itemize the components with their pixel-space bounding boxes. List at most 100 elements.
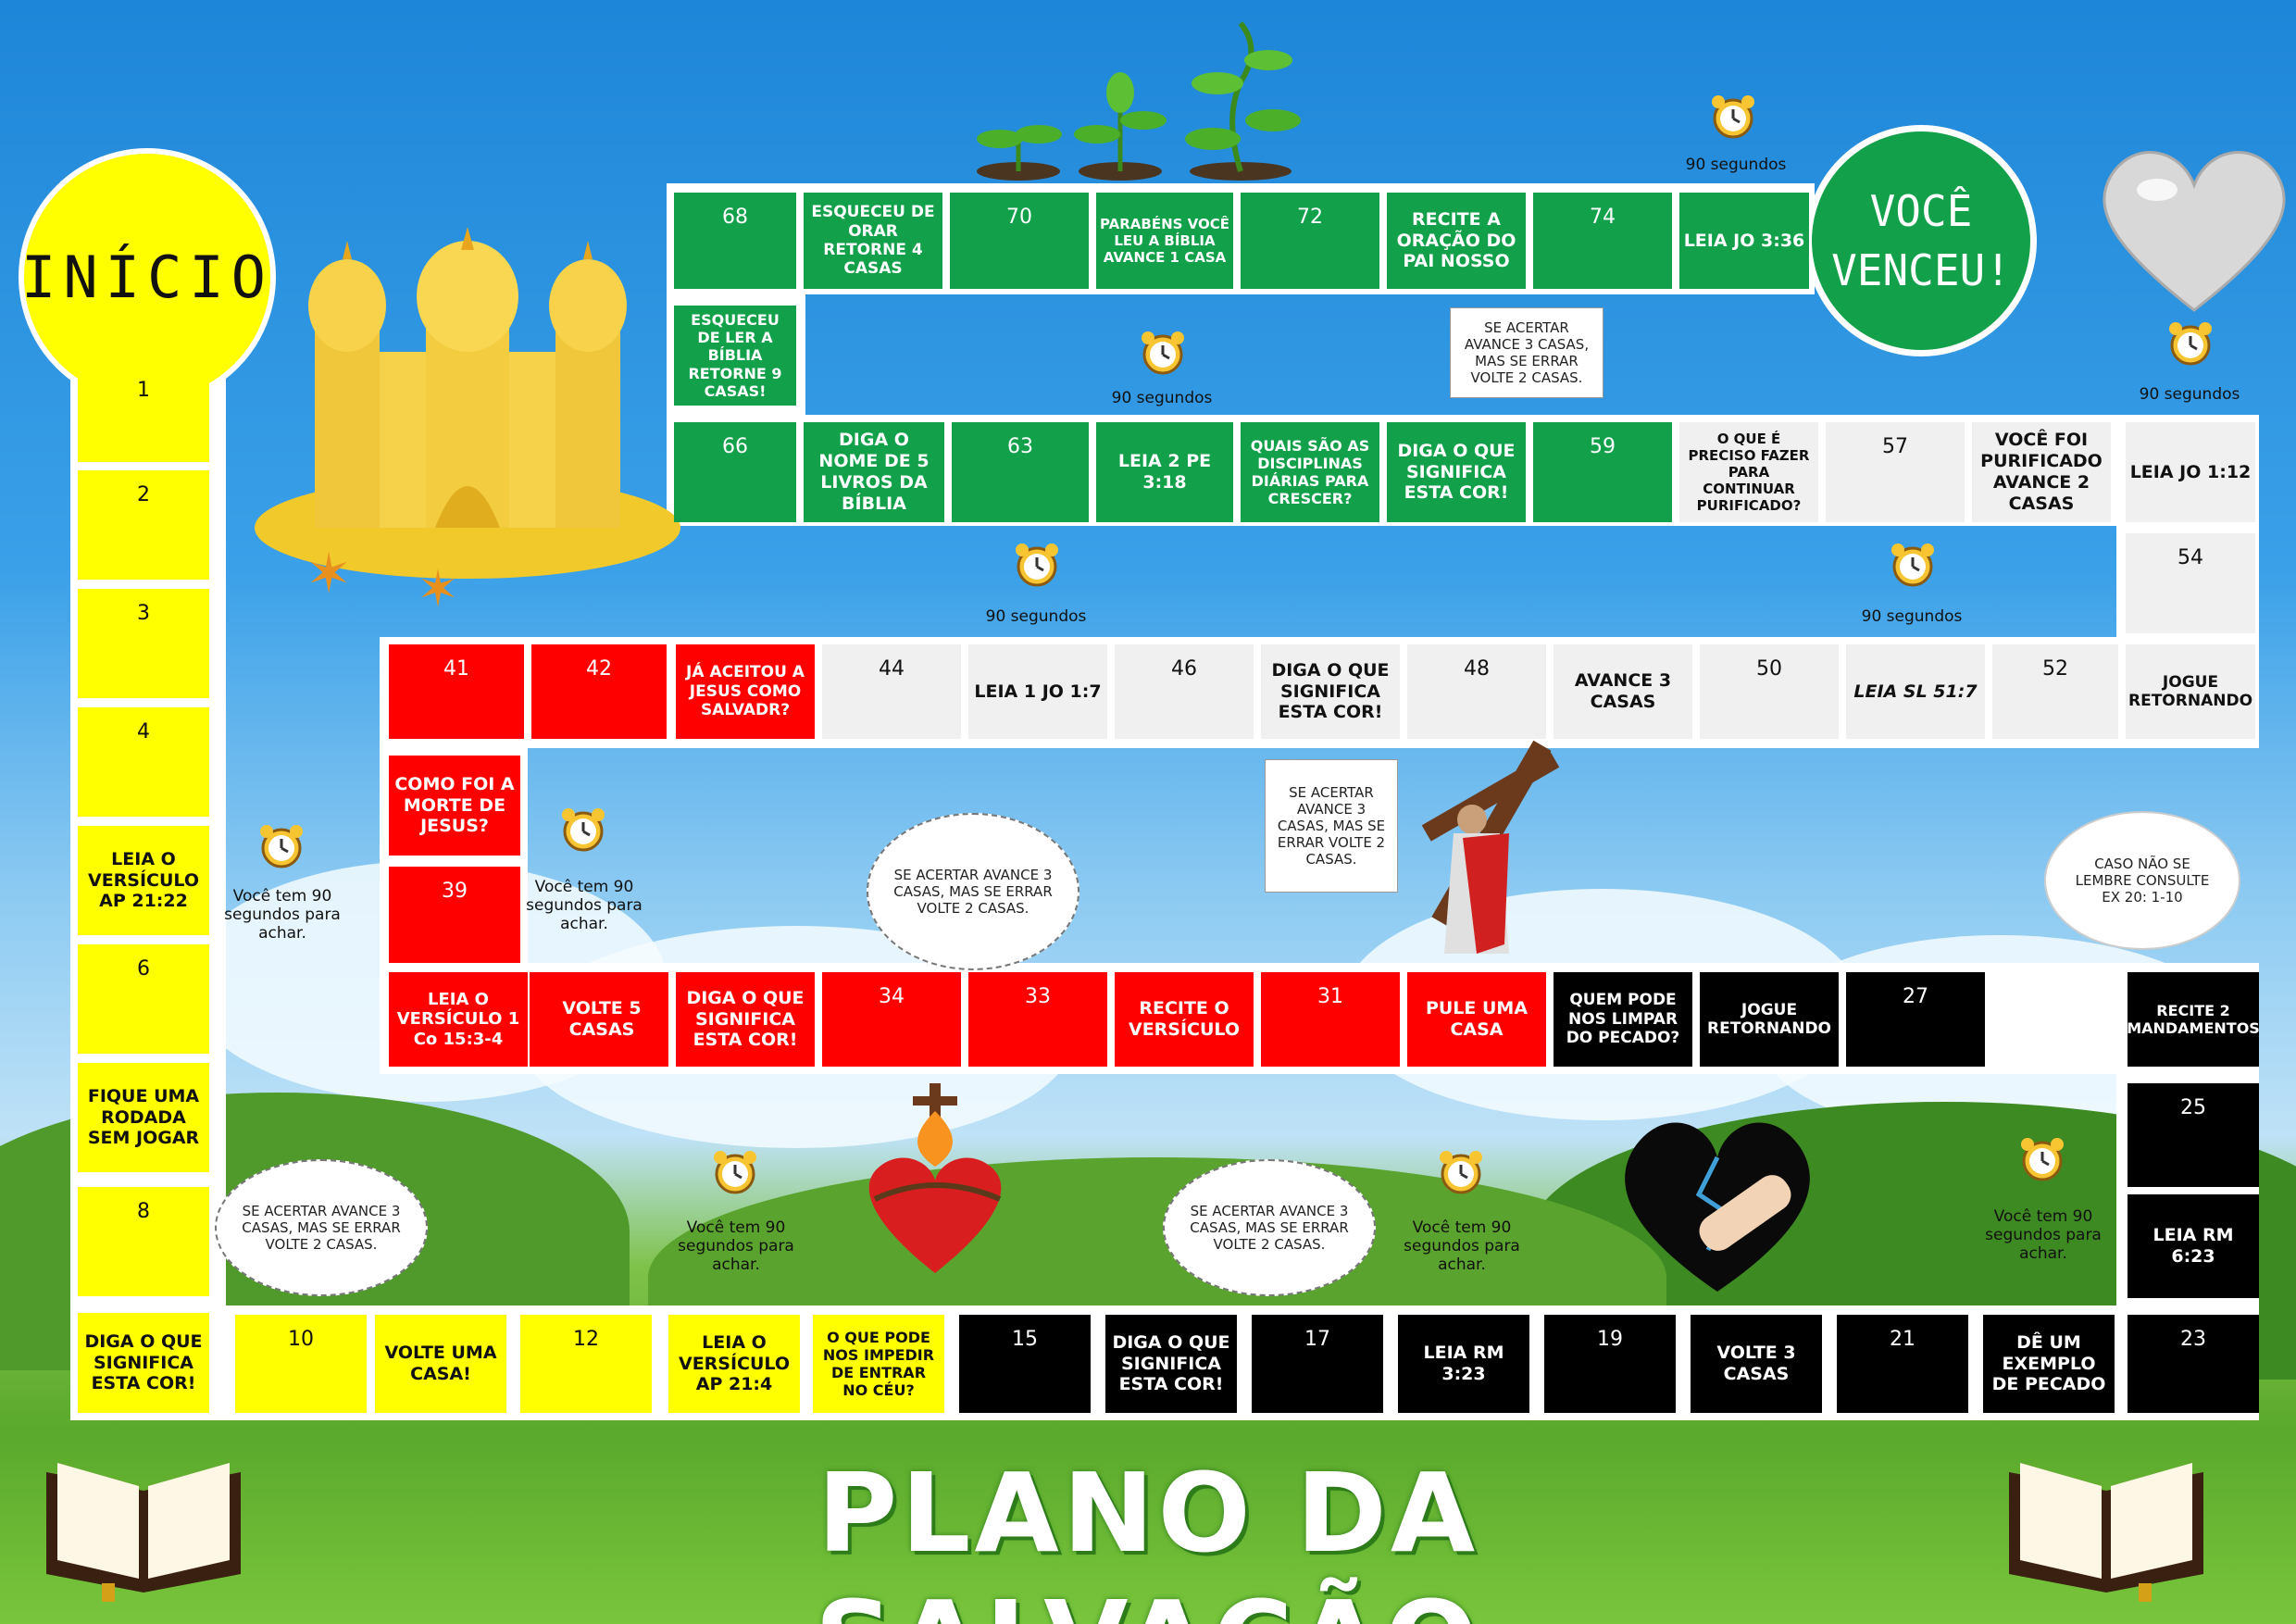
square-45[interactable]: LEIA 1 JO 1:7	[968, 644, 1107, 739]
square-47[interactable]: DIGA O QUE SIGNIFICA ESTA COR!	[1261, 644, 1400, 739]
square-24[interactable]: LEIA RM 6:23	[2128, 1194, 2259, 1298]
square-38[interactable]: LEIA O VERSÍCULO 1 Co 15:3-4	[389, 972, 528, 1067]
silver-heart-image	[2103, 151, 2286, 312]
square-4[interactable]: 4	[78, 707, 209, 817]
square-51[interactable]: LEIA SL 51:7	[1846, 644, 1985, 739]
square-42[interactable]: 42	[531, 644, 667, 739]
square-72[interactable]: 72	[1241, 193, 1379, 289]
finish-label-line1: VOCÊ	[1869, 186, 1973, 236]
square-75[interactable]: LEIA JO 3:36	[1679, 193, 1809, 289]
square-44[interactable]: 44	[822, 644, 961, 739]
square-25[interactable]: 25	[2128, 1083, 2259, 1187]
timer-label: 90 segundos	[2139, 385, 2240, 404]
square-33[interactable]: 33	[968, 972, 1107, 1067]
jesus-cross-image	[1421, 740, 1560, 954]
square-70[interactable]: 70	[950, 193, 1089, 289]
bandaged-heart-image	[1625, 1122, 1810, 1292]
square-5[interactable]: LEIA O VERSÍCULO AP 21:22	[78, 826, 209, 935]
square-41[interactable]: 41	[389, 644, 524, 739]
alarm-clock-icon	[562, 808, 605, 852]
sacred-heart-image	[868, 1083, 1002, 1273]
timer-label: Você tem 90 segundos para achar.	[1985, 1207, 2102, 1263]
square-23[interactable]: 23	[2128, 1315, 2259, 1413]
alarm-clock-icon	[260, 825, 303, 868]
rule-note: SE ACERTAR AVANCE 3 CASAS, MAS SE ERRAR …	[1450, 307, 1603, 398]
timer-label: Você tem 90 segundos para achar.	[224, 887, 341, 943]
square-16[interactable]: DIGA O QUE SIGNIFICA ESTA COR!	[1105, 1315, 1237, 1413]
alarm-clock-icon	[2021, 1138, 2064, 1181]
square-60[interactable]: DIGA O QUE SIGNIFICA ESTA COR!	[1387, 422, 1526, 522]
square-71[interactable]: PARABÉNS VOCÊ LEU A BÍBLIA AVANCE 1 CASA	[1096, 193, 1233, 289]
timer-label: 90 segundos	[1111, 389, 1213, 407]
square-43[interactable]: JÁ ACEITOU A JESUS COMO SALVADR?	[676, 644, 815, 739]
square-59[interactable]: 59	[1533, 422, 1672, 522]
start-circle: INÍCIO	[19, 148, 276, 406]
alarm-clock-icon	[2169, 322, 2212, 366]
square-29[interactable]: QUEM PODE NOS LIMPAR DO PECADO?	[1554, 972, 1692, 1067]
square-67[interactable]: ESQUECEU DE LER A BÍBLIA RETORNE 9 CASAS…	[674, 306, 796, 406]
square-18[interactable]: LEIA RM 3:23	[1398, 1315, 1529, 1413]
square-7[interactable]: FIQUE UMA RODADA SEM JOGAR	[78, 1063, 209, 1172]
square-57[interactable]: 57	[1826, 422, 1965, 522]
square-3[interactable]: 3	[78, 589, 209, 698]
square-48[interactable]: 48	[1407, 644, 1546, 739]
square-34[interactable]: 34	[822, 972, 961, 1067]
square-27[interactable]: 27	[1846, 972, 1985, 1067]
square-19[interactable]: 19	[1544, 1315, 1676, 1413]
square-53[interactable]: JOGUE RETORNANDO	[2126, 644, 2255, 739]
rule-bubble: SE ACERTAR AVANCE 3 CASAS, MAS SE ERRAR …	[1163, 1159, 1376, 1296]
square-17[interactable]: 17	[1252, 1315, 1383, 1413]
square-40[interactable]: COMO FOI A MORTE DE JESUS?	[389, 756, 520, 856]
square-56[interactable]: VOCÊ FOI PURIFICADO AVANCE 2 CASAS	[1972, 422, 2111, 522]
open-bible-image	[2009, 1463, 2203, 1602]
square-28[interactable]: JOGUE RETORNANDO	[1700, 972, 1839, 1067]
square-13[interactable]: LEIA O VERSÍCULO AP 21:4	[668, 1315, 800, 1413]
svg-text:✶: ✶	[417, 559, 459, 618]
square-12[interactable]: 12	[520, 1315, 652, 1413]
square-35[interactable]: DIGA O QUE SIGNIFICA ESTA COR!	[676, 972, 815, 1067]
square-9[interactable]: DIGA O QUE SIGNIFICA ESTA COR!	[78, 1313, 209, 1413]
square-1[interactable]: 1	[78, 366, 209, 462]
rule-bubble: SE ACERTAR AVANCE 3 CASAS, MAS SE ERRAR …	[867, 813, 1079, 970]
square-46[interactable]: 46	[1115, 644, 1254, 739]
square-11[interactable]: VOLTE UMA CASA!	[375, 1315, 506, 1413]
square-49[interactable]: AVANCE 3 CASAS	[1554, 644, 1692, 739]
square-37[interactable]: VOLTE 5 CASAS	[537, 972, 667, 1067]
square-58[interactable]: O QUE É PRECISO FAZER PARA CONTINUAR PUR…	[1679, 422, 1818, 522]
square-66[interactable]: 66	[674, 422, 796, 522]
square-20[interactable]: VOLTE 3 CASAS	[1691, 1315, 1822, 1413]
square-15[interactable]: 15	[959, 1315, 1091, 1413]
square-30[interactable]: PULE UMA CASA	[1407, 972, 1546, 1067]
square-52[interactable]: 52	[1992, 644, 2118, 739]
square-73[interactable]: RECITE A ORAÇÃO DO PAI NOSSO	[1387, 193, 1526, 289]
square-69[interactable]: ESQUECEU DE ORAR RETORNE 4 CASAS	[804, 193, 942, 289]
square-6[interactable]: 6	[78, 944, 209, 1054]
square-54[interactable]: 54	[2126, 533, 2255, 633]
square-68[interactable]: 68	[674, 193, 796, 289]
alarm-clock-icon	[714, 1151, 756, 1194]
square-26[interactable]: RECITE 2 MANDAMENTOS	[2127, 972, 2260, 1067]
square-8[interactable]: 8	[78, 1187, 209, 1296]
square-50[interactable]: 50	[1700, 644, 1839, 739]
square-39[interactable]: 39	[389, 867, 520, 963]
square-31[interactable]: 31	[1261, 972, 1400, 1067]
start-label: INÍCIO	[21, 243, 273, 311]
square-14[interactable]: O QUE PODE NOS IMPEDIR DE ENTRAR NO CÉU?	[813, 1315, 944, 1413]
timer-label: Você tem 90 segundos para achar.	[526, 878, 643, 933]
square-64[interactable]: DIGA O NOME DE 5 LIVROS DA BÍBLIA	[804, 422, 944, 522]
square-32[interactable]: RECITE O VERSÍCULO	[1115, 972, 1254, 1067]
board-title: PLANO DA SALVAÇÃO	[815, 1449, 1479, 1624]
square-2[interactable]: 2	[78, 470, 209, 580]
square-10[interactable]: 10	[235, 1315, 367, 1413]
square-61[interactable]: QUAIS SÃO AS DISCIPLINAS DIÁRIAS PARA CR…	[1241, 422, 1379, 522]
square-21[interactable]: 21	[1837, 1315, 1968, 1413]
castle-image: ✶ ✶	[255, 227, 680, 618]
square-22[interactable]: DÊ UM EXEMPLO DE PECADO	[1983, 1315, 2115, 1413]
timer-label: 90 segundos	[985, 607, 1087, 626]
square-74[interactable]: 74	[1533, 193, 1672, 289]
square-62[interactable]: LEIA 2 PE 3:18	[1096, 422, 1233, 522]
square-63[interactable]: 63	[952, 422, 1089, 522]
square-55[interactable]: LEIA JO 1:12	[2126, 422, 2255, 522]
alarm-clock-icon	[1016, 543, 1058, 587]
